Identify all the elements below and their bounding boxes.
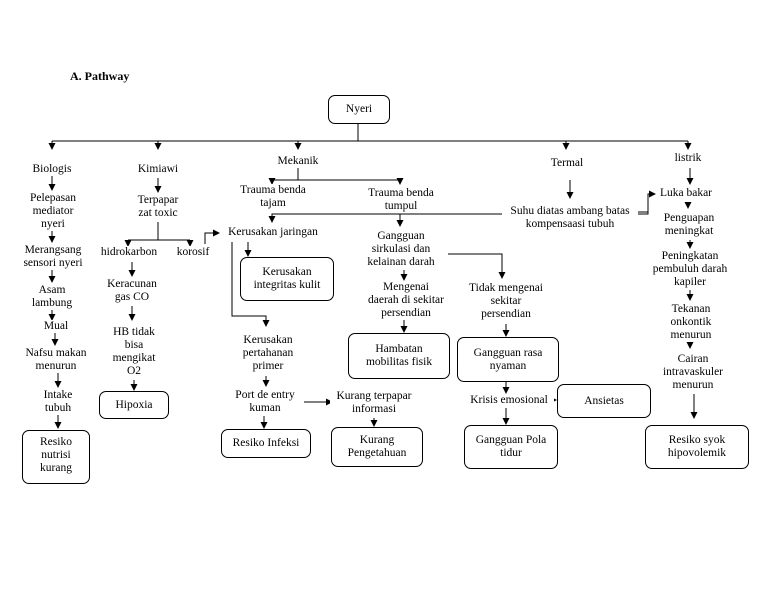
node-gangguan-sirkulasi: Gangguan sirkulasi dan kelainan darah — [354, 230, 448, 269]
node-port-de-entry: Port de entry kuman — [226, 389, 304, 415]
node-pelepasan-mediator: Pelepasan mediator nyeri — [18, 192, 88, 231]
node-hambatan-mobilitas: Hambatan mobilitas fisik — [348, 333, 450, 379]
node-hipoxia: Hipoxia — [99, 391, 169, 419]
node-mengenai-persendian: Mengenai daerah di sekitar persendian — [356, 281, 456, 320]
node-hb-tidak-mengikat: HB tidak bisa mengikat O2 — [104, 326, 164, 378]
node-ansietas: Ansietas — [557, 384, 651, 418]
branch-biologis: Biologis — [22, 163, 82, 176]
node-nafsu-makan: Nafsu makan menurun — [18, 347, 94, 373]
node-peningkatan-pembuluh: Peningkatan pembuluh darah kapiler — [644, 250, 736, 289]
node-penguapan-meningkat: Penguapan meningkat — [656, 212, 722, 238]
node-kerusakan-jaringan: Kerusakan jaringan — [222, 226, 324, 239]
branch-listrik: listrik — [664, 152, 712, 165]
node-kurang-terpapar: Kurang terpapar informasi — [330, 390, 418, 416]
node-resiko-infeksi: Resiko Infeksi — [221, 429, 311, 458]
node-korosif: korosif — [172, 246, 214, 259]
node-krisis-emosional: Krisis emosional — [464, 394, 554, 407]
node-tidak-mengenai-persendian: Tidak mengenai sekitar persendian — [462, 282, 550, 321]
node-hidrokarbon: hidrokarbon — [96, 246, 162, 259]
node-cairan-intravaskuler: Cairan intravaskuler menurun — [656, 353, 730, 392]
node-trauma-tumpul: Trauma benda tumpul — [360, 187, 442, 213]
node-gangguan-rasa-nyaman: Gangguan rasa nyaman — [457, 337, 559, 382]
node-keracunan-gas: Keracunan gas CO — [100, 278, 164, 304]
node-mual: Mual — [36, 320, 76, 333]
node-gangguan-pola-tidur: Gangguan Pola tidur — [464, 425, 558, 469]
node-resiko-nutrisi: Resiko nutrisi kurang — [22, 430, 90, 484]
node-terpapar-zat-toxic: Terpapar zat toxic — [122, 194, 194, 220]
section-title: A. Pathway — [70, 69, 130, 83]
node-merangsang-sensori: Merangsang sensori nyeri — [14, 244, 92, 270]
node-asam-lambung: Asam lambung — [22, 284, 82, 310]
node-kurang-pengetahuan: Kurang Pengetahuan — [331, 427, 423, 467]
node-kerusakan-integritas-kulit: Kerusakan integritas kulit — [240, 257, 334, 301]
node-suhu-ambang-batas: Suhu diatas ambang batas kompensaasi tub… — [502, 205, 638, 231]
root-nyeri: Nyeri — [328, 95, 390, 124]
node-trauma-tajam: Trauma benda tajam — [232, 184, 314, 210]
node-resiko-syok: Resiko syok hipovolemik — [645, 425, 749, 469]
node-intake-tubuh: Intake tubuh — [30, 389, 86, 415]
node-luka-bakar: Luka bakar — [656, 187, 716, 200]
branch-mekanik: Mekanik — [268, 155, 328, 168]
branch-kimiawi: Kimiawi — [128, 163, 188, 176]
node-kerusakan-pertahanan: Kerusakan pertahanan primer — [232, 334, 304, 373]
node-tekanan-onkontik: Tekanan onkontik menurun — [660, 303, 722, 342]
branch-termal: Termal — [540, 157, 594, 170]
